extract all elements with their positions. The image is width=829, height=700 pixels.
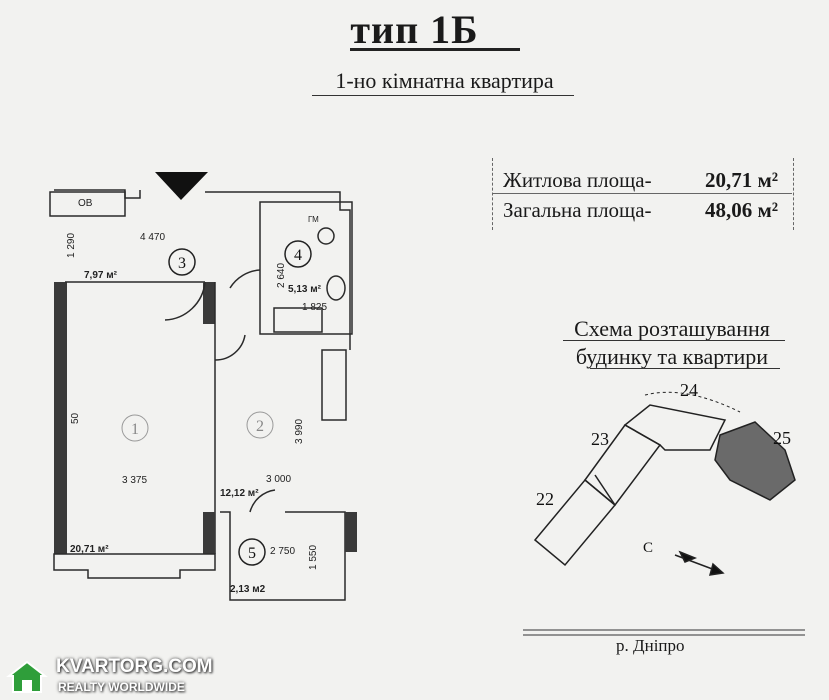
dim-1290: 1 290	[66, 233, 77, 258]
room-4-marker	[284, 240, 312, 268]
wall-top-right	[205, 191, 351, 350]
floor-plan: ОВ ГМ 4 470 1 290 2 640 1 825 3 375 3 00…	[49, 172, 357, 601]
room-1-area: 20,71 м²	[70, 544, 109, 555]
pillar-3	[345, 512, 357, 552]
title-underline	[350, 48, 520, 51]
house-logo-icon	[6, 660, 48, 693]
river-label: р. Дніпро	[616, 636, 685, 655]
dim-1825: 1 825	[302, 302, 327, 313]
total-area-row: Загальна площа- 48,06 м²	[493, 198, 793, 228]
scheme-title: Схема розташування будинку та квартири	[542, 315, 802, 371]
section-label-24: 24	[680, 380, 698, 400]
scheme-title-line2: будинку та квартири	[575, 344, 769, 369]
room-5-number: 5	[248, 545, 256, 562]
page-subtitle: 1-но кімнатна квартира	[335, 68, 554, 93]
room-3-marker	[168, 248, 196, 276]
dim-50: 50	[70, 412, 81, 424]
section-label-23: 23	[591, 429, 609, 449]
bathtub	[273, 307, 323, 333]
dim-4470: 4 470	[140, 232, 165, 243]
section-label-25: 25	[773, 428, 791, 448]
area-divider	[492, 193, 792, 194]
page-title: тип 1Б	[350, 7, 479, 52]
room-1-number: 1	[131, 421, 139, 438]
total-area-value: 48,06 м²	[705, 198, 779, 222]
living-area-label: Житлова площа-	[503, 168, 652, 192]
scheme-underline-2	[590, 368, 780, 369]
outer-wall-left	[54, 282, 67, 554]
scheme-title-line1: Схема розташування	[574, 316, 770, 341]
scheme-underline-1	[563, 340, 785, 341]
shaft-label: ГМ	[308, 215, 319, 224]
area-summary: Житлова площа- 20,71 м² Загальна площа- …	[492, 158, 794, 230]
arc-24	[644, 391, 741, 413]
toilet	[326, 275, 346, 301]
subtitle-underline	[312, 95, 574, 96]
dim-2750: 2 750	[270, 546, 295, 557]
room-5-marker	[238, 538, 266, 566]
sink	[317, 227, 335, 245]
compass-arrow-icon	[674, 550, 725, 576]
total-area-label: Загальна площа-	[503, 198, 652, 222]
room-2-area: 12,12 м²	[220, 488, 259, 499]
section-25-block	[714, 421, 796, 501]
pillar-1	[203, 282, 215, 324]
dim-2640: 2 640	[276, 263, 287, 288]
compass-label: С	[643, 540, 653, 556]
section-divider	[594, 474, 616, 506]
bathroom-walls	[259, 201, 353, 335]
door-swing-balcony	[249, 489, 276, 513]
room-2-number: 2	[256, 418, 264, 435]
dim-3990: 3 990	[294, 419, 305, 444]
section-label-22: 22	[536, 489, 554, 509]
kitchen-counter	[321, 349, 347, 421]
door-swing-living	[164, 281, 206, 321]
living-area-value: 20,71 м²	[705, 168, 779, 192]
room-5-area: 2,13 м2	[230, 584, 266, 595]
room-2-marker	[246, 411, 274, 439]
room-3-area: 7,97 м²	[84, 270, 118, 281]
living-area-row: Житлова площа- 20,71 м²	[493, 168, 793, 198]
dim-1550: 1 550	[308, 545, 319, 570]
room-1-marker	[121, 414, 149, 442]
dim-3000: 3 000	[266, 474, 291, 485]
door-swing-kitchen	[214, 334, 246, 361]
pillar-2	[203, 512, 215, 554]
watermark-name: KVARTORG.COM	[56, 656, 213, 677]
watermark-tagline: REALTY WORLDWIDE	[58, 680, 185, 694]
section-24-block	[623, 404, 727, 451]
balcony-top-left	[54, 189, 141, 199]
room-3-number: 3	[178, 255, 186, 272]
plan-walls	[49, 189, 357, 601]
room-4-area: 5,13 м²	[288, 284, 322, 295]
balcony-bottom	[53, 553, 216, 579]
room-4-number: 4	[294, 247, 302, 264]
door-swing-bath	[229, 269, 261, 289]
vent-block	[49, 191, 126, 217]
entrance-arrow-icon	[155, 172, 208, 200]
site-scheme: 22 23 24 25 С	[523, 380, 805, 636]
dim-3375: 3 375	[122, 475, 147, 486]
balcony-loggia	[220, 511, 346, 601]
vent-label: ОВ	[78, 198, 93, 209]
